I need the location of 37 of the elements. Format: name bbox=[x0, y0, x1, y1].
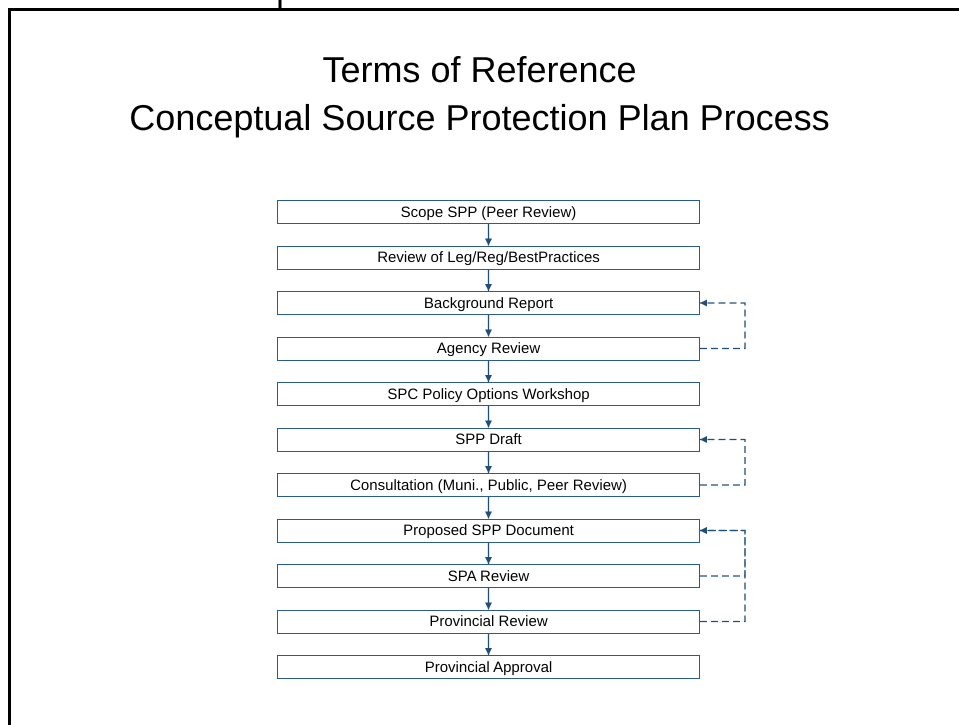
process-box bbox=[277, 610, 700, 634]
step-label: SPC Policy Options Workshop bbox=[387, 386, 590, 402]
arrow bbox=[485, 360, 492, 382]
step-label: Background Report bbox=[424, 294, 554, 312]
step-label: Proposed SPP Document bbox=[403, 522, 574, 539]
arrow bbox=[485, 452, 492, 473]
process-box bbox=[277, 473, 700, 497]
step-label: Consultation (Muni., Public, Peer Review) bbox=[350, 476, 627, 494]
process-box bbox=[277, 382, 700, 406]
dashed-feedback-arrow bbox=[700, 527, 746, 577]
slide-title: Terms of Reference Conceptual Source Protection Plan Process bbox=[128, 48, 831, 140]
arrow bbox=[485, 588, 492, 610]
step-label: SPA Review bbox=[448, 568, 530, 584]
process-box bbox=[277, 336, 700, 360]
arrow bbox=[485, 406, 492, 428]
step-label: Scope SPP (Peer Review) bbox=[400, 204, 576, 220]
step-label: SPP Draft bbox=[455, 431, 522, 448]
arrow bbox=[485, 497, 492, 518]
step-label: Review of Leg/Reg/BestPractices bbox=[377, 249, 600, 266]
arrow bbox=[485, 270, 492, 291]
dashed-feedback-arrow bbox=[700, 527, 746, 622]
process-box bbox=[277, 428, 700, 452]
step-label: Provincial Approval bbox=[424, 658, 552, 676]
step-label: Provincial Review bbox=[429, 613, 548, 630]
process-box bbox=[277, 291, 700, 315]
process-box bbox=[277, 518, 700, 542]
process-box bbox=[277, 564, 700, 588]
arrow bbox=[485, 542, 492, 564]
dashed-feedback-arrow bbox=[700, 436, 746, 486]
arrow bbox=[485, 315, 492, 336]
arrow bbox=[485, 634, 492, 655]
process-box bbox=[277, 655, 700, 679]
process-box bbox=[277, 246, 700, 270]
arrow bbox=[485, 224, 492, 246]
step-label: Agency Review bbox=[436, 340, 540, 357]
dashed-feedback-arrow bbox=[700, 300, 746, 350]
process-box bbox=[277, 200, 700, 224]
